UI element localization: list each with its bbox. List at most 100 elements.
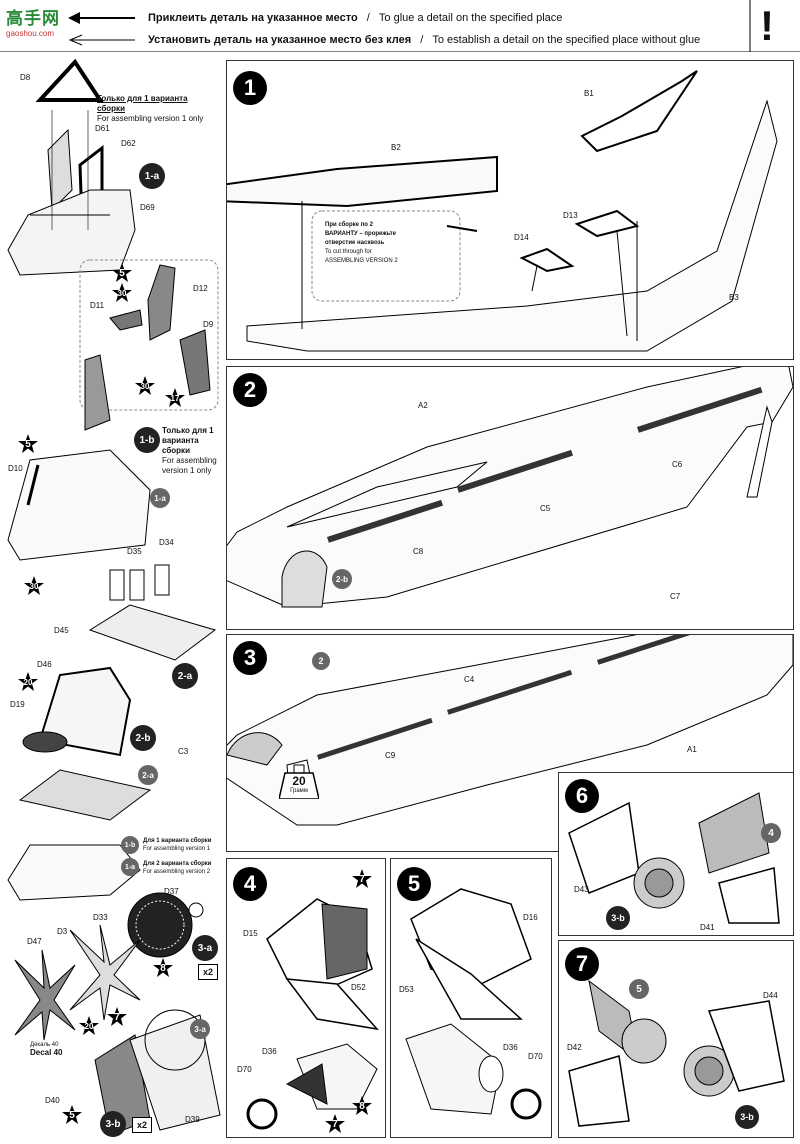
step5-number: 5 [397,867,431,901]
part-d9: D9 [203,320,214,329]
part-d37: D37 [164,887,179,896]
step1-drawing [227,70,778,352]
step1-number: 1 [233,71,267,105]
part-d33: D33 [93,913,108,922]
x2-box-b: x2 [132,1117,152,1133]
star-7a-text: 7 [114,1011,120,1023]
note-version1b: Только для 1 варианта сборки For assembl… [162,426,220,476]
part-d70a: D70 [237,1065,252,1074]
part-d40: D40 [45,1096,60,1105]
badge-1a: 1-a [139,163,165,189]
star-5b-text: 5 [25,438,31,450]
note-version1: Только для 1 варианта сборки For assembl… [97,94,217,124]
noglue-en: To establish a detail on the specified p… [432,34,701,46]
part-d70b: D70 [528,1052,543,1061]
part-d36b: D36 [503,1043,518,1052]
note-version1b-ru: Только для 1 варианта сборки [162,426,214,455]
note-ver2-ru: Для 2 варианта сборки [143,861,212,867]
badge-4-step6: 4 [761,823,781,843]
part-d53: D53 [399,985,414,994]
glue-ru: Приклеить деталь на указанное место [148,12,358,24]
header-arrows [0,0,800,52]
part-d46: D46 [37,660,52,669]
step4-drawing [246,898,379,1130]
badge-3b-step6: 3-b [606,906,630,930]
weight-icon: 20 Грамм [278,763,320,800]
part-c5: C5 [540,504,551,513]
note-ver1-ru: Для 1 варианта сборки [143,838,212,844]
step4-number: 4 [233,867,267,901]
part-c6: C6 [672,460,683,469]
part-d36a: D36 [262,1047,277,1056]
star-30a: 30 [112,283,132,303]
badge-2-step3: 2 [312,652,330,670]
step7-panel: 7 5 3-b D44 D42 [558,940,794,1138]
step2-drawing [227,367,793,608]
part-c7-b: C7 [670,592,681,601]
star-7b: 7 [352,869,372,889]
part-d19: D19 [10,700,25,709]
note-ver2-en: For assembling version 2 [143,869,211,875]
star-30c: 30 [24,576,44,596]
part-a2: A2 [418,401,428,410]
part-d61: D61 [95,124,110,133]
part-c9: C9 [385,751,396,760]
part-c8: C8 [413,547,424,556]
step3-drawing [227,635,793,826]
badge-3a: 3-a [192,935,218,961]
part-d69: D69 [140,203,155,212]
badge-2a: 2-a [172,663,198,689]
part-d13: D13 [563,211,578,220]
part-d41: D41 [700,923,715,932]
decal-ru: Декаль 40 [30,1042,59,1048]
noglue-ru: Установить деталь на указанное место без… [148,34,412,46]
part-d39: D39 [185,1115,200,1124]
part-d8: D8 [20,73,31,82]
note-ver1: Для 1 варианта сборки For assembling ver… [143,837,233,853]
star-5a-text: 5 [119,267,125,279]
star-30b-text: 30 [140,381,150,391]
part-d3: D3 [57,927,68,936]
badge-1a-small: 1-a [121,858,139,876]
star-7c-text: 7 [332,1118,338,1130]
part-d47: D47 [27,937,42,946]
star-7c: 7 [325,1114,345,1134]
star-20b: 20 [79,1016,99,1036]
weight-value: 20 [292,774,306,788]
step5-panel: 5 D16 D53 D36 D70 [390,858,552,1138]
part-d52: D52 [351,983,366,992]
badge-1a-2: 1-a [150,488,170,508]
part-d42: D42 [567,1043,582,1052]
decal-en: Decal 40 [30,1048,63,1057]
badge-2b: 2-b [130,725,156,751]
badge-1b-small: 1-b [121,836,139,854]
part-d35: D35 [127,547,142,556]
part-d44: D44 [763,991,778,1000]
part-d10: D10 [8,464,23,473]
note-version1-en: For assembling version 1 only [97,114,204,123]
step2-number: 2 [233,373,267,407]
note-ver1-en: For assembling version 1 [143,846,211,852]
weight-unit: Грамм [290,788,308,794]
step7-number: 7 [565,947,599,981]
step1-note-en: To cut through for ASSEMBLING VERSION 2 [325,249,398,264]
badge-3b: 3-b [100,1111,126,1137]
star-5b: 5 [18,434,38,454]
star-20: 20 [18,672,38,692]
part-d12: D12 [193,284,208,293]
star-5a: 5 [112,263,132,283]
star-8b: 8 [352,1096,372,1116]
step7-drawing [568,979,785,1127]
step6-number: 6 [565,779,599,813]
part-d34: D34 [159,538,174,547]
star-8a: 8 [153,958,173,978]
star-20b-text: 20 [84,1021,94,1031]
decal-note: Декаль 40 Decal 40 [30,1041,62,1058]
star-20-text: 20 [23,677,33,687]
part-d15: D15 [243,929,258,938]
badge-3b-step7: 3-b [735,1105,759,1129]
part-d16: D16 [523,913,538,922]
glue-en: To glue a detail on the specified place [378,12,563,24]
part-b2: B2 [391,143,401,152]
step3-number: 3 [233,641,267,675]
